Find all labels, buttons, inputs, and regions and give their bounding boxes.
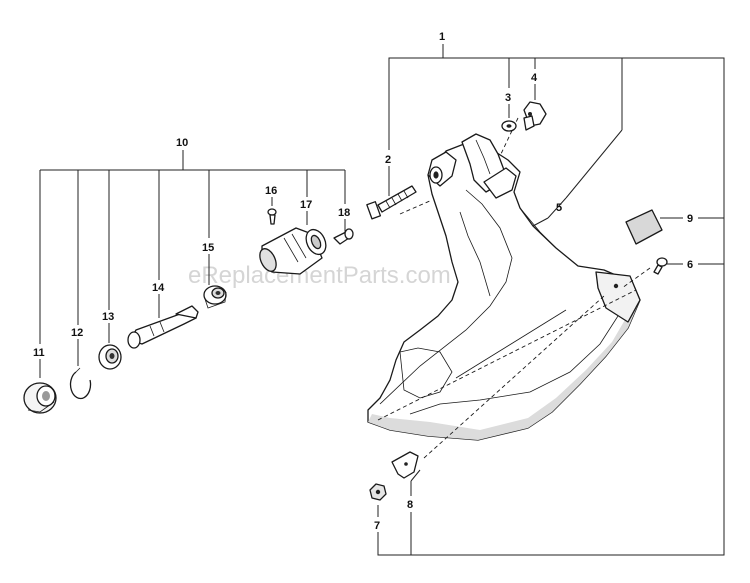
callout-3: 3 [505,92,511,104]
callout-15: 15 [202,242,214,254]
washer [501,120,517,132]
snap-ring [69,367,92,400]
callout-10: 10 [176,137,188,149]
screw-16 [267,208,277,225]
gear-case [259,227,327,275]
callout-2: 2 [385,154,391,166]
screw-6 [653,257,668,275]
callout-numbers: 1 2 3 4 5 6 7 8 9 10 11 12 13 14 15 16 1… [33,31,693,532]
callout-9: 9 [687,213,693,225]
watermark: eReplacementParts.com [188,262,451,289]
callout-5: 5 [556,202,562,214]
bearing-13 [98,344,122,370]
callout-18: 18 [338,207,350,219]
callout-13: 13 [102,311,114,323]
shaft [127,305,199,349]
bolt-18 [333,228,354,245]
callout-6: 6 [687,259,693,271]
cap [23,382,57,414]
callout-12: 12 [71,327,83,339]
leader-lines [39,44,725,556]
callout-7: 7 [374,520,380,532]
bracket-plate [391,451,419,479]
pad [625,209,663,245]
callout-17: 17 [300,199,312,211]
nut-7 [369,483,387,501]
callout-14: 14 [152,282,165,294]
guard [367,117,651,459]
wing-nut [523,101,547,131]
callout-4: 4 [531,72,538,84]
bearing-15 [203,285,227,309]
callout-8: 8 [407,499,413,511]
callout-1: 1 [439,31,445,43]
callout-16: 16 [265,185,277,197]
bolt [366,185,417,220]
callout-11: 11 [33,347,45,359]
